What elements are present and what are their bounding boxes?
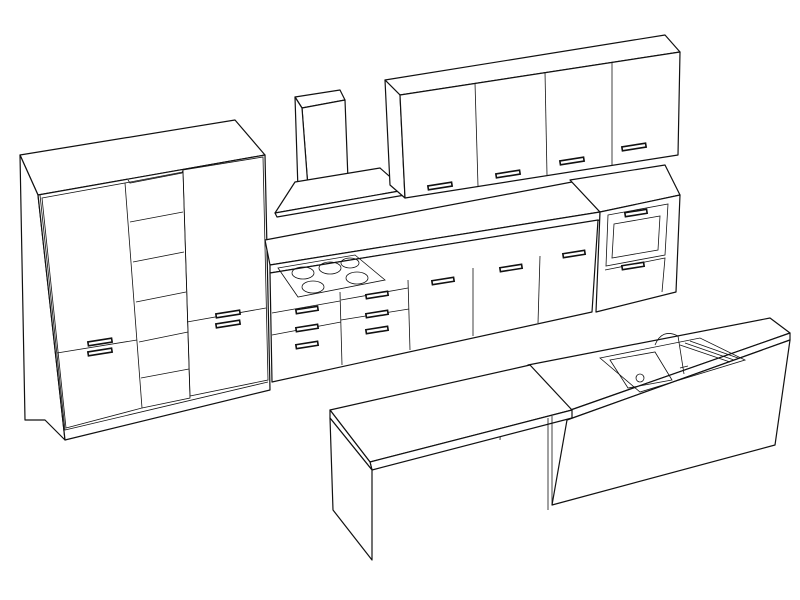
faucet-icon — [654, 333, 689, 375]
wall-cabinets — [384, 34, 681, 199]
base-drawer-handles[interactable] — [294, 249, 587, 350]
oven[interactable] — [605, 203, 669, 267]
right-tall-door[interactable] — [182, 156, 269, 397]
range-hood — [274, 89, 406, 218]
wall-door-handles[interactable] — [426, 142, 648, 191]
oven-tower — [569, 164, 681, 313]
cooktop[interactable] — [277, 254, 386, 298]
sink[interactable] — [599, 333, 747, 393]
dining-table — [329, 364, 573, 561]
kitchen-island — [499, 317, 791, 506]
base-cabinets — [264, 181, 601, 383]
tall-cabinet — [19, 119, 271, 441]
